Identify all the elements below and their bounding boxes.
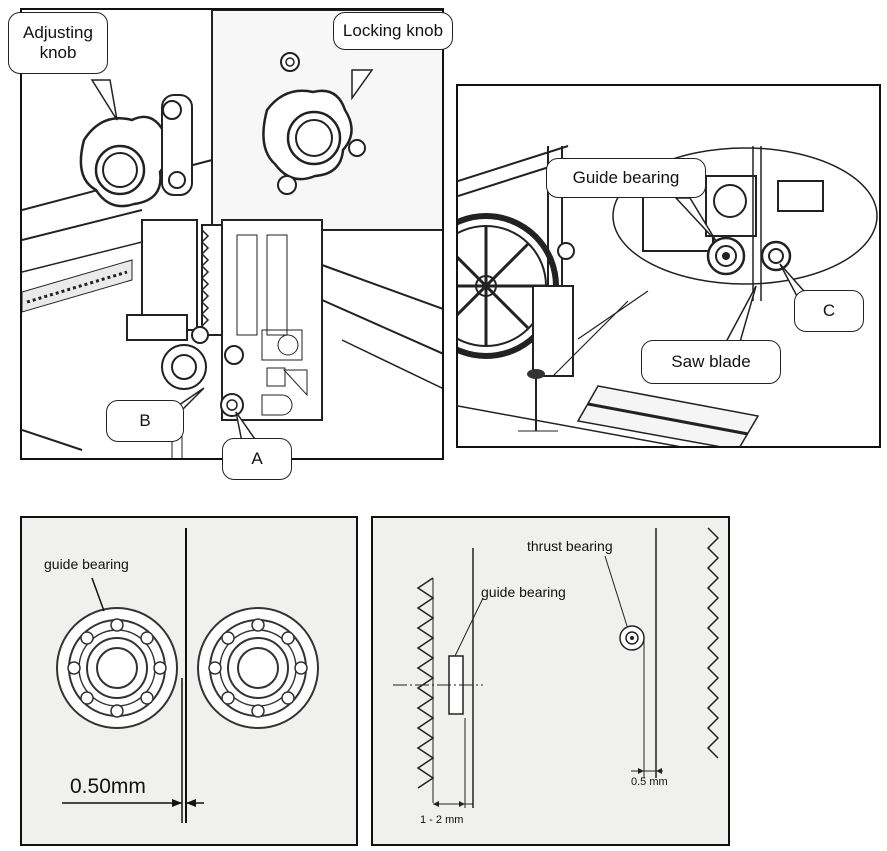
guide-bearing-gap-panel xyxy=(20,516,358,846)
right-guide-bearing-icon xyxy=(197,607,319,729)
guide-assembly-panel xyxy=(20,8,444,460)
guide-bearing-gap-drawing xyxy=(56,528,319,823)
wheel-icon xyxy=(458,213,559,359)
guide-bearing-label: guide bearing xyxy=(44,556,129,572)
gap-1-2-mm-label: 1 - 2 mm xyxy=(420,814,464,826)
adjusting-knob-callout: Adjusting knob xyxy=(8,12,108,74)
gap-0-5-mm-label: 0.5 mm xyxy=(631,776,668,788)
thrust-bearing-label: thrust bearing xyxy=(527,538,613,554)
locking-knob-icon xyxy=(262,52,366,195)
guide-bearing-icon xyxy=(706,236,746,276)
scale-ruler xyxy=(22,259,133,313)
blade-guide-drawing xyxy=(458,145,878,446)
guide-assembly-drawing xyxy=(22,10,442,458)
lower-bearing-b xyxy=(161,344,207,390)
bearing-clearance-panel xyxy=(371,516,730,846)
label-a-callout: A xyxy=(222,438,292,480)
bearing-clearance-drawing xyxy=(393,527,720,808)
guide-bearing-callout: Guide bearing xyxy=(546,158,706,198)
label-c-callout: C xyxy=(794,290,864,332)
gap-dimension-label: 0.50mm xyxy=(70,775,146,798)
label-b-callout: B xyxy=(106,400,184,442)
blade-guide-panel xyxy=(456,84,881,448)
left-guide-bearing-icon xyxy=(56,607,178,729)
saw-blade-callout: Saw blade xyxy=(641,340,781,384)
locking-knob-callout: Locking knob xyxy=(333,12,453,50)
guide-bearing-label-right: guide bearing xyxy=(481,584,566,600)
thrust-bearing-c-icon xyxy=(760,240,792,272)
adjusting-knob-icon xyxy=(79,94,193,208)
bearing-screw-a xyxy=(220,393,244,417)
thrust-bearing-icon xyxy=(619,625,645,651)
